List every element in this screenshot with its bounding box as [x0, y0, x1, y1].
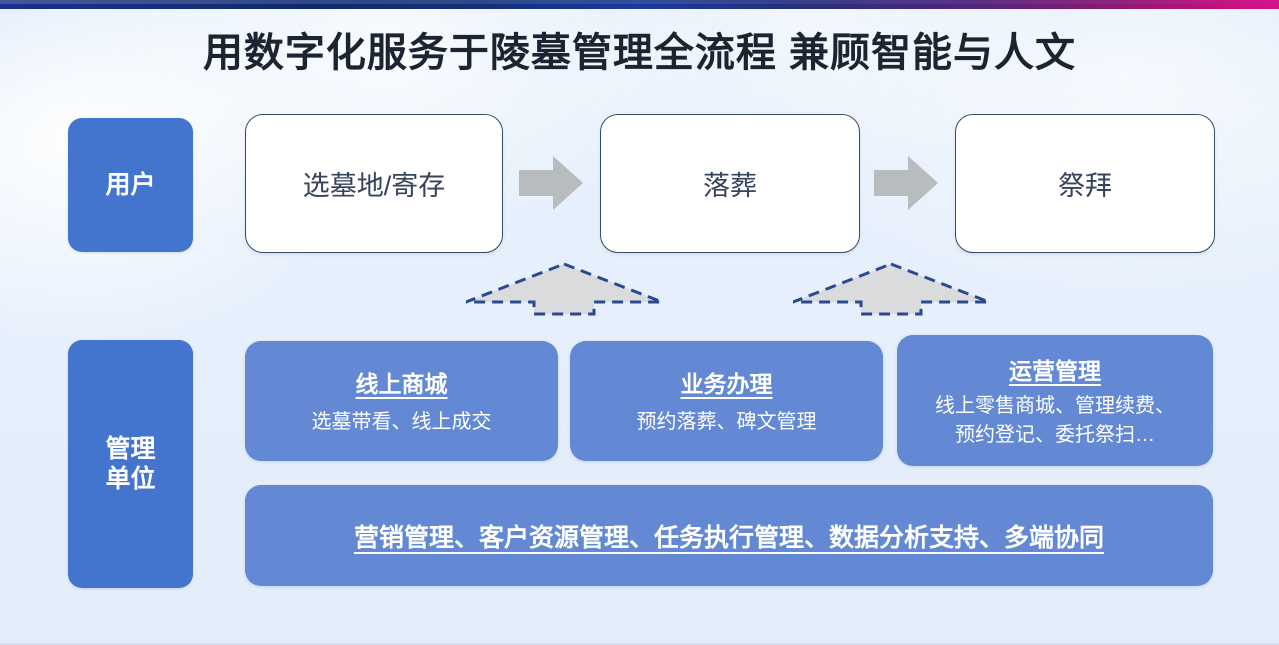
feature-card-title: 运营管理: [1009, 357, 1101, 384]
support-capability-text: 营销管理、客户资源管理、任务执行管理、数据分析支持、多端协同: [353, 523, 1104, 552]
feature-card-desc: 选墓带看、线上成交: [311, 411, 492, 433]
feature-card-desc-line2: 预约登记、委托祭扫…: [955, 423, 1155, 446]
flow-step-label-2: 落葬: [703, 171, 757, 201]
feature-card-desc: 预约落葬、碑文管理: [636, 411, 817, 433]
flow-step-card-3[interactable]: 祭拜: [955, 114, 1215, 253]
flow-step-card-1[interactable]: 选墓地/寄存: [245, 114, 503, 253]
feature-card-desc-line1: 线上零售商城、管理续费、: [935, 394, 1175, 417]
feature-card-operations-management[interactable]: 运营管理 线上零售商城、管理续费、 预约登记、委托祭扫…: [897, 335, 1213, 466]
feature-card-title: 业务办理: [680, 371, 773, 397]
dashed-up-arrow-icon: [793, 258, 989, 318]
flow-step-label-3: 祭拜: [1058, 171, 1112, 201]
flow-step-label-1: 选墓地/寄存: [302, 171, 446, 201]
lane-label-admin: 管理 单位: [68, 340, 193, 588]
lane-label-admin-line2: 单位: [105, 465, 156, 493]
page-title: 用数字化服务于陵墓管理全流程 兼顾智能与人文: [202, 31, 1077, 75]
lane-label-user-text: 用户: [105, 170, 156, 199]
lane-label-admin-text: 管理 单位: [105, 434, 155, 495]
feature-card-title: 线上商城: [355, 371, 448, 397]
accent-top-bar-sheen: [0, 0, 1279, 4]
feature-card-online-mall[interactable]: 线上商城 选墓带看、线上成交: [245, 341, 558, 461]
lane-label-admin-line1: 管理: [105, 434, 156, 463]
support-capability-bar[interactable]: 营销管理、客户资源管理、任务执行管理、数据分析支持、多端协同: [245, 485, 1213, 586]
lane-label-user: 用户: [68, 118, 193, 252]
dashed-up-arrow-icon: [466, 258, 662, 318]
accent-top-bar: [0, 0, 1279, 9]
flow-step-card-2[interactable]: 落葬: [600, 114, 860, 253]
right-block-arrow-icon: [874, 154, 938, 212]
feature-card-business-handling[interactable]: 业务办理 预约落葬、碑文管理: [570, 341, 883, 461]
right-block-arrow-icon: [519, 154, 583, 212]
